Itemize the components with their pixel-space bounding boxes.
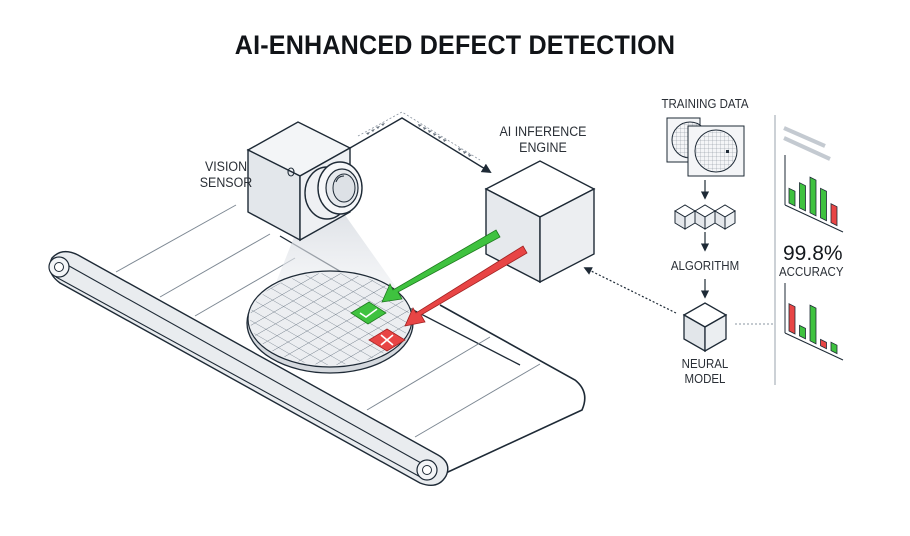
mini-chart-bar	[809, 176, 817, 217]
mini-chart-top	[784, 155, 844, 233]
accuracy-label: ACCURACY	[779, 265, 844, 279]
mini-chart-bar	[809, 304, 817, 345]
mini-chart-bar	[788, 303, 796, 335]
mini-chart-baseline	[784, 204, 844, 233]
inference-engine-cube	[484, 160, 596, 284]
text-placeholder-lines	[783, 126, 831, 161]
mini-chart-bar	[820, 338, 827, 350]
mini-chart-baseline	[784, 332, 844, 361]
label-algorithm: ALGORITHM	[670, 259, 740, 273]
mini-chart-bar	[830, 341, 838, 355]
algorithm-cubes	[674, 204, 736, 230]
label-vision-sensor: VISION SENSOR	[199, 159, 253, 190]
wafer	[246, 270, 414, 374]
label-neural-model: NEURAL MODEL	[681, 357, 729, 386]
pass-arrow	[381, 229, 501, 303]
mini-chart-bar	[788, 187, 796, 207]
camera-to-engine-flow	[349, 111, 492, 174]
page-title: AI-ENHANCED DEFECT DETECTION	[234, 30, 676, 60]
mini-chart-bar	[799, 324, 806, 340]
fail-marker	[368, 328, 406, 352]
pass-marker	[350, 301, 387, 325]
mini-chart-bar	[820, 187, 827, 222]
label-training-data: TRAINING DATA	[661, 97, 749, 111]
roller-left	[48, 256, 70, 278]
label-inference-engine: AI INFERENCE ENGINE	[499, 124, 587, 155]
neural-model-cube	[682, 302, 728, 353]
accuracy-value: 99.8%	[783, 242, 843, 265]
mini-chart-bottom	[784, 283, 844, 361]
belt-slats	[115, 204, 541, 438]
roller-right	[416, 459, 438, 481]
belt-right-end	[434, 304, 586, 479]
mini-chart-bar	[799, 182, 806, 212]
vision-sensor-camera	[246, 121, 363, 242]
mini-chart-bar	[830, 203, 838, 227]
x-mark-icon	[380, 334, 394, 346]
model-to-engine-flow	[583, 267, 677, 314]
check-mark-icon	[359, 308, 378, 318]
training-data-images	[666, 117, 745, 177]
fail-arrow	[404, 245, 528, 327]
belt-front-rail	[49, 250, 449, 486]
